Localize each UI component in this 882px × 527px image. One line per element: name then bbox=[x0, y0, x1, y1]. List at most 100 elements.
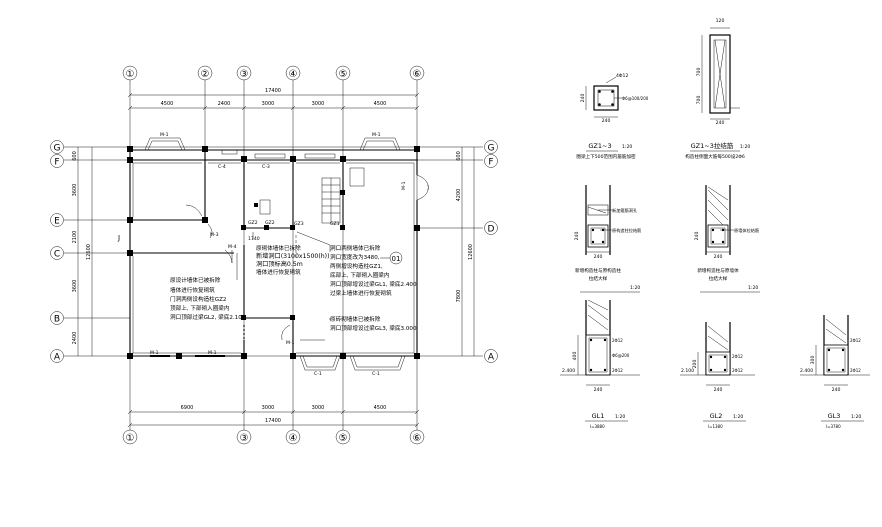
new-col-label-2: 原构造柱拉结筋 bbox=[612, 227, 641, 234]
note1-line4: 墙体进行恢复砌筑 bbox=[256, 268, 301, 276]
note3-line2: 墙体进行恢复砌筑 bbox=[170, 286, 215, 294]
gl3-height: 300 bbox=[810, 356, 816, 365]
gl2-rebar-top: 2Φ12 bbox=[732, 354, 743, 359]
note2-line4: 底部上, 下部砌入圈梁内 bbox=[330, 271, 390, 279]
gl2-height: 200 bbox=[692, 360, 698, 369]
gz1-label: GZ1 bbox=[330, 221, 340, 227]
window-c3-label: C-3 bbox=[262, 164, 270, 170]
axis-bubbles-left: G F E C B A bbox=[50, 140, 64, 363]
axis-left-C: C bbox=[54, 250, 60, 260]
axis-bottom-1: ① bbox=[126, 433, 135, 444]
note3-line1: 原设计墙体已被拆除 bbox=[170, 276, 221, 284]
gl3-scale: 1:20 bbox=[851, 414, 861, 420]
plan-note-leaders bbox=[236, 231, 390, 341]
gz-wall-dim-2: 700 bbox=[696, 96, 702, 105]
axis-top-6: ⑥ bbox=[413, 69, 422, 80]
left-dim-5: 2400 bbox=[72, 332, 78, 345]
new-col-label-1: 新加箍筋洞孔 bbox=[612, 207, 638, 214]
gl1-stirrup: Φ6@200 bbox=[612, 353, 630, 358]
detail-new-col-old-wall: 原墙体拉结筋 240 240 新增构造柱与原墙体 拉结大样 1:20 bbox=[694, 185, 760, 293]
new-col-width: 240 bbox=[594, 254, 603, 260]
left-dim-2: 3600 bbox=[72, 184, 78, 197]
left-total-dim: 12600 bbox=[86, 244, 92, 260]
axis-left-F: F bbox=[54, 158, 59, 168]
left-dim-3: 2100 bbox=[72, 231, 78, 244]
new-wall-caption-b: 拉结大样 bbox=[709, 275, 728, 282]
new-wall-caption-a: 新增构造柱与原墙体 bbox=[697, 267, 739, 274]
plan-notes: 原砌体墙体已拆除 新增洞口(3100x1500(h)) 洞口顶标高0.5m 墙体… bbox=[170, 244, 417, 332]
axis-top-3: ③ bbox=[240, 69, 249, 80]
axis-right-G: G bbox=[488, 144, 495, 154]
gz-wall-dim-1: 700 bbox=[696, 68, 702, 77]
detail-gz1-section: 240 240 4Φ12 Φ6@100/200 GZ1~3 1:20 圈梁上下5… bbox=[576, 73, 648, 160]
bottom-dim-3: 3000 bbox=[312, 405, 325, 411]
door-m4-label: M-4 bbox=[228, 244, 237, 250]
window-c4-label: C-4 bbox=[218, 164, 226, 170]
gl1-rebar-bot: 2Φ12 bbox=[612, 368, 623, 373]
plan-bay-windows bbox=[144, 137, 429, 371]
detail-gl3: 300 2.400 2Φ12 2Φ12 240 GL3 1:20 l=3780 bbox=[800, 315, 870, 429]
axis-top-1: ① bbox=[126, 69, 135, 80]
door-m3-label: M-3 bbox=[210, 232, 219, 238]
new-wall-height: 240 bbox=[694, 232, 700, 241]
window-label-2: M-1 bbox=[372, 132, 381, 138]
bottom-dim-1: 6900 bbox=[181, 405, 194, 411]
note3-line4: 顶部上, 下部砌入圈梁内 bbox=[170, 304, 230, 312]
left-dim-4: 3600 bbox=[72, 280, 78, 293]
axis-left-B: B bbox=[54, 315, 60, 325]
note1-line2: 新增洞口(3100x1500(h)) bbox=[256, 252, 329, 260]
axis-right-A: A bbox=[488, 353, 495, 363]
gl2-scale: 1:20 bbox=[733, 414, 743, 420]
top-dim-5: 4500 bbox=[374, 101, 387, 107]
note2-line1: 洞口两侧墙体已拆除 bbox=[330, 244, 381, 252]
gz1-rebar: 4Φ12 bbox=[616, 73, 628, 79]
top-dimension-chain: 17400 4500 2400 3000 3000 4500 bbox=[127, 88, 420, 111]
axis-right-D: D bbox=[488, 225, 495, 235]
new-wall-scale: 1:20 bbox=[748, 285, 758, 291]
bottom-dim-4: 4500 bbox=[374, 405, 387, 411]
right-dim-3: 7800 bbox=[456, 290, 462, 303]
right-total-dim: 12600 bbox=[468, 244, 474, 260]
new-wall-label: 原墙体拉结筋 bbox=[734, 227, 759, 234]
gl2-rebar-bot: 2Φ12 bbox=[732, 368, 743, 373]
gz1-caption: GZ1~3 bbox=[588, 142, 611, 150]
gl3-level: 2.400 bbox=[800, 368, 813, 374]
gz1-scale: 1:20 bbox=[622, 144, 632, 150]
gl1-scale: 1:20 bbox=[615, 414, 625, 420]
gl1-sub: l=3880 bbox=[590, 424, 605, 429]
gl2-width: 240 bbox=[714, 387, 723, 393]
axis-left-G: G bbox=[54, 144, 61, 154]
gz2-label-1: GZ2 bbox=[248, 220, 258, 226]
axis-top-5: ⑤ bbox=[339, 69, 348, 80]
gl3-rebar-top: 2Φ12 bbox=[850, 338, 861, 343]
right-dim-1: 600 bbox=[456, 151, 462, 161]
new-col-caption-b: 拉结大样 bbox=[589, 275, 608, 282]
bottom-total-dim: 17400 bbox=[265, 418, 281, 424]
gz-wall-dim-top: 120 bbox=[716, 18, 725, 24]
top-dim-3: 3000 bbox=[262, 101, 275, 107]
gl1-level: 2.400 bbox=[562, 368, 575, 374]
axis-left-A: A bbox=[54, 353, 61, 363]
window-label-1: M-1 bbox=[160, 132, 169, 138]
bottom-dim-2: 3000 bbox=[262, 405, 275, 411]
door-m6-label-1: M-1 bbox=[150, 350, 159, 356]
axis-left-E: E bbox=[54, 217, 60, 227]
new-wall-width: 240 bbox=[714, 254, 723, 260]
dim-1740: 1740 bbox=[248, 236, 260, 242]
axis-bottom-5: ⑤ bbox=[339, 433, 348, 444]
gl2-caption: GL2 bbox=[710, 412, 723, 420]
top-dim-1: 4500 bbox=[161, 101, 174, 107]
note2-line2: 洞口宽度改为3480, bbox=[330, 253, 380, 261]
right-dimension-chain: 600 4200 7800 12600 bbox=[456, 147, 475, 356]
bottom-dimension-chain: 6900 3000 3000 4500 17400 bbox=[127, 405, 420, 428]
note2-line5: 洞口顶部增设过梁GL1, 梁底2.400 bbox=[330, 280, 417, 288]
gl1-height: 400 bbox=[572, 352, 578, 361]
gz1-size-left: 240 bbox=[580, 94, 586, 103]
left-dimension-chain: 600 3600 2100 3600 2400 12600 bbox=[72, 147, 93, 356]
gl2-sub: l=1380 bbox=[708, 424, 723, 429]
gz1-size-bottom: 240 bbox=[602, 118, 611, 124]
note2-line6: 过梁上墙体进行恢复砌筑 bbox=[330, 289, 392, 297]
detail-callout: 01 bbox=[392, 255, 401, 263]
detail-new-col-old-col: 新加箍筋洞孔 原构造柱拉结筋 240 240 新增构造柱与原构造柱 拉结大样 1… bbox=[574, 185, 641, 293]
